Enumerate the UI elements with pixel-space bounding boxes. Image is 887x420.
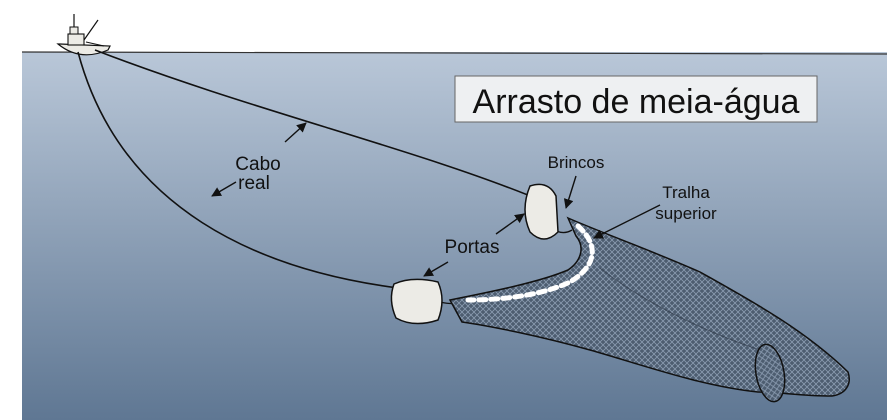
arrow-brincos bbox=[563, 175, 577, 209]
otter-board-upper bbox=[524, 183, 559, 240]
label-real: real bbox=[238, 173, 270, 194]
otter-board-lower bbox=[390, 278, 443, 325]
arrow-tralha bbox=[593, 204, 661, 239]
fishing-boat-icon bbox=[56, 14, 111, 56]
arrow-cabo-upper bbox=[284, 122, 307, 143]
label-portas: Portas bbox=[445, 237, 500, 258]
headline-floats bbox=[465, 223, 595, 303]
warp-cable-lower bbox=[77, 51, 399, 289]
trawl-net bbox=[448, 216, 850, 397]
title-box bbox=[454, 75, 818, 123]
warp-cable-upper bbox=[94, 49, 541, 201]
net-fold-line bbox=[599, 267, 761, 351]
label-brincos: Brincos bbox=[548, 153, 605, 172]
arrow-portas-upper bbox=[495, 213, 525, 235]
label-tralha: Tralha bbox=[662, 183, 710, 202]
label-cabo: Cabo bbox=[235, 154, 280, 175]
label-superior: superior bbox=[655, 204, 717, 223]
codend-ring bbox=[754, 343, 786, 403]
arrow-portas-lower bbox=[423, 261, 449, 277]
diagram-title: Arrasto de meia-água bbox=[473, 83, 800, 121]
sea-surface-line bbox=[21, 51, 887, 55]
arrow-cabo-lower bbox=[211, 181, 237, 197]
